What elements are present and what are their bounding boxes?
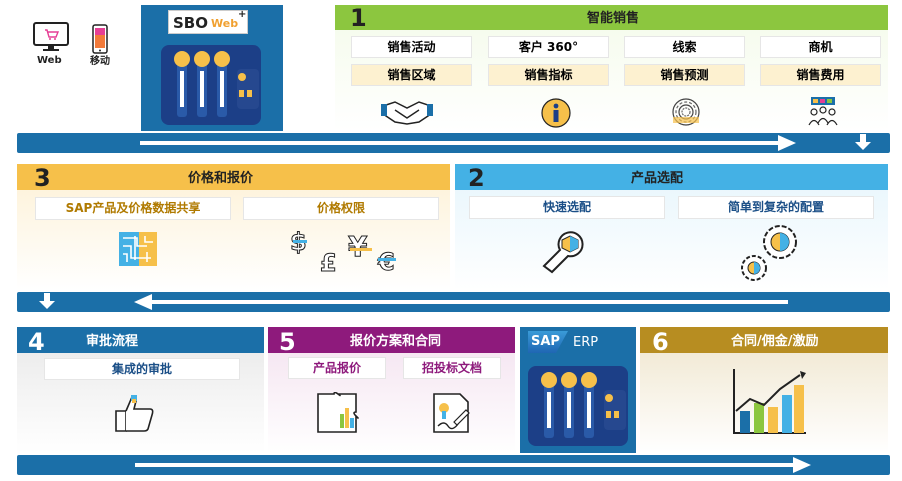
team-presentation-icon xyxy=(808,97,838,126)
section2-item-quick-config[interactable]: 快速选配 xyxy=(469,196,665,219)
down-arrow-icon-2 xyxy=(39,293,55,309)
section5-number: 5 xyxy=(279,328,296,356)
web-label: Web xyxy=(37,55,62,66)
mobile-label: 移动 xyxy=(90,56,110,67)
section4-title: 审批流程 xyxy=(86,334,139,349)
section2-title: 产品选配 xyxy=(631,171,684,186)
erp-text: ERP xyxy=(573,335,599,350)
section6-title: 合同/佣金/激励 xyxy=(731,334,819,349)
section1-item-sales-quota[interactable]: 销售指标 xyxy=(488,64,609,86)
section6-number: 6 xyxy=(652,328,669,356)
section1-title: 智能销售 xyxy=(587,11,640,26)
mobile-device-icon xyxy=(92,24,108,54)
section1-item-sales-expense[interactable]: 销售费用 xyxy=(760,64,881,86)
section1-item-customer-360[interactable]: 客户 360° xyxy=(488,36,609,58)
thumbs-up-icon xyxy=(115,395,154,432)
section2-item-simple-to-complex[interactable]: 简单到复杂的配置 xyxy=(678,196,874,219)
section3-header xyxy=(17,164,450,190)
section1-header xyxy=(335,5,888,30)
section3-item-price-authority[interactable]: 价格权限 xyxy=(243,197,439,220)
sbo-plus-text: + xyxy=(238,9,247,20)
svg-text:£: £ xyxy=(320,249,337,273)
puzzle-chart-icon xyxy=(317,392,359,433)
section2-number: 2 xyxy=(468,164,485,192)
fingerprint-icon xyxy=(672,98,700,126)
flow-bar-3-arrow xyxy=(135,457,811,473)
section1-item-sales-activity[interactable]: 销售活动 xyxy=(351,36,472,58)
section3-item-price-sharing[interactable]: SAP产品及价格数据共享 xyxy=(35,197,231,220)
flow-bar-2-arrow xyxy=(134,294,788,310)
wrench-icon xyxy=(542,231,584,274)
sbo-text: SBO xyxy=(173,14,208,32)
section1-item-sales-forecast[interactable]: 销售预测 xyxy=(624,64,745,86)
sbo-web-text: Web xyxy=(211,17,239,30)
section3-title: 价格和报价 xyxy=(188,171,254,186)
down-arrow-icon-1 xyxy=(855,134,871,150)
web-device-icon xyxy=(33,22,69,52)
section1-item-sales-territory[interactable]: 销售区域 xyxy=(351,64,472,86)
sbo-web-logo: SBO Web + xyxy=(168,9,248,34)
section5-item-product-quote[interactable]: 产品报价 xyxy=(288,357,386,379)
section5-header xyxy=(268,327,515,353)
section4-number: 4 xyxy=(28,328,45,356)
section6-header xyxy=(640,327,888,353)
sap-logo: SAP xyxy=(528,331,568,353)
erp-server-icon xyxy=(528,366,628,446)
handshake-icon xyxy=(381,101,433,125)
section4-item-integrated-approval[interactable]: 集成的审批 xyxy=(44,358,240,380)
sap-text: SAP xyxy=(531,334,560,349)
gears-icon xyxy=(741,225,797,281)
currency-symbols-icon: $ £ ¥ € xyxy=(290,228,396,273)
sbo-web-panel: SBO Web + xyxy=(141,5,283,131)
section5-item-bidding-docs[interactable]: 招投标文档 xyxy=(403,357,501,379)
flow-bar-1-arrow xyxy=(140,135,796,151)
contract-document-icon xyxy=(433,393,470,433)
section1-item-opportunities[interactable]: 商机 xyxy=(760,36,881,58)
section1-number: 1 xyxy=(350,4,367,32)
section5-title: 报价方案和合同 xyxy=(350,334,442,349)
section2-header xyxy=(455,164,888,190)
growth-chart-icon xyxy=(733,369,806,434)
sbo-server-icon xyxy=(161,45,261,125)
section3-number: 3 xyxy=(34,164,51,192)
section4-header xyxy=(17,327,264,353)
section1-item-leads[interactable]: 线索 xyxy=(624,36,745,58)
svg-text:¥: ¥ xyxy=(348,230,368,263)
circuit-chip-icon xyxy=(119,232,157,266)
info-icon xyxy=(541,98,571,128)
